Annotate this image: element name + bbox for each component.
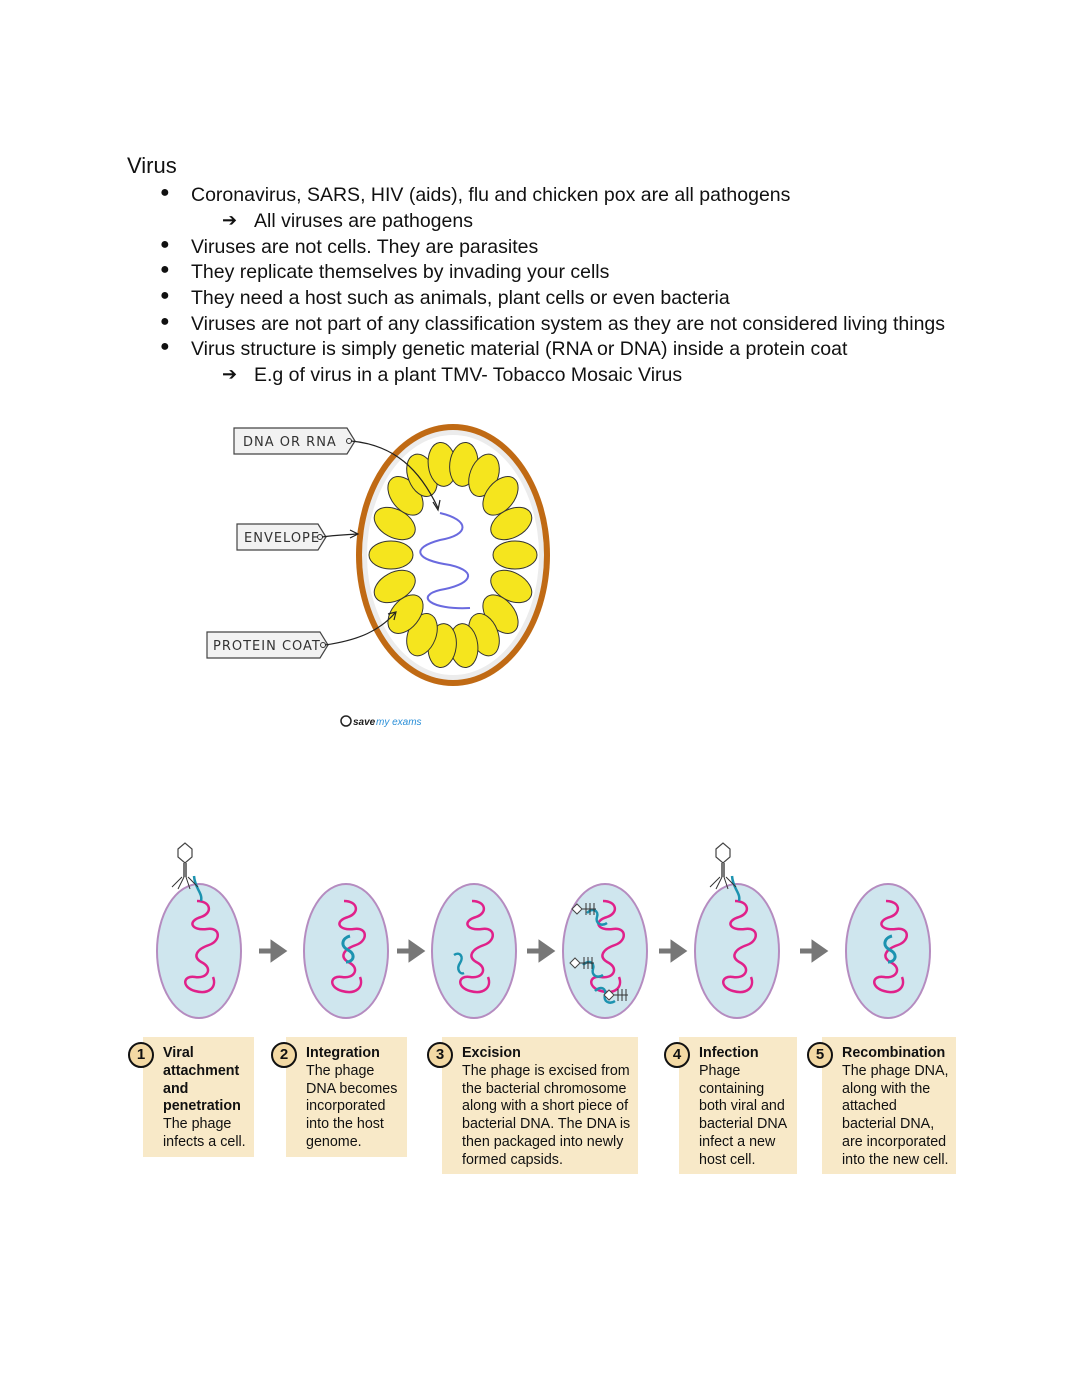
bullet-icon: ●: [160, 184, 170, 201]
step-card-1: 1 Viral attachment and penetration The p…: [128, 1037, 254, 1157]
bullet-icon: ●: [160, 338, 170, 355]
viral-dna: [341, 934, 355, 964]
protein-coat-capsomeres: [368, 441, 538, 669]
label-protein-coat: PROTEIN COAT: [206, 611, 397, 659]
step-number-4: 4: [664, 1042, 690, 1068]
bacterial-cell: [431, 883, 517, 1019]
host-dna: [331, 899, 366, 994]
viral-dna: [192, 875, 203, 902]
label-envelope: ENVELOPE: [236, 523, 360, 551]
svg-text:PROTEIN COAT: PROTEIN COAT: [213, 639, 321, 654]
bacterial-cell: [562, 883, 648, 1019]
viral-dna: [586, 908, 608, 926]
capsomere: [368, 540, 414, 570]
bullet-icon: ●: [160, 261, 170, 278]
viral-dna: [730, 875, 741, 902]
capsomere: [387, 594, 424, 634]
bacteriophage-icon: [709, 842, 737, 890]
step-number-1: 1: [128, 1042, 154, 1068]
arrow-right-icon: [659, 939, 688, 963]
bullet-icon: ●: [160, 287, 170, 304]
cycle-arrows: [259, 939, 829, 963]
step-number-2: 2: [271, 1042, 297, 1068]
bacteriophage-icon: [171, 842, 199, 890]
step-card-4: 4 Infection Phage containing both viral …: [664, 1037, 797, 1174]
nucleic-acid-strand: [419, 512, 471, 610]
bullet-icon: ●: [160, 236, 170, 253]
capsomere: [492, 540, 538, 570]
phage-icon: [569, 957, 594, 969]
host-dna: [459, 899, 494, 994]
host-dna: [722, 899, 757, 994]
svg-text:my exams: my exams: [376, 717, 422, 728]
host-dna: [184, 899, 219, 994]
capsomere: [482, 476, 519, 516]
arrow-right-icon: [259, 939, 288, 963]
arrow-right-icon: [527, 939, 556, 963]
bullet-icon: ●: [160, 313, 170, 330]
capsomere: [373, 569, 416, 604]
svg-text:ENVELOPE: ENVELOPE: [244, 531, 320, 546]
step-card-5: 5 Recombination The phage DNA, along wit…: [807, 1037, 956, 1174]
label-dna-or-rna: DNA OR RNA: [233, 427, 441, 512]
phage-icon: [603, 989, 628, 1001]
bacterial-cell: [156, 842, 242, 1019]
arrow-right-icon: [397, 939, 426, 963]
viral-dna: [453, 952, 465, 975]
step-card-3: 3 Excision The phage is excised from the…: [427, 1037, 638, 1174]
bacterial-cell: [303, 883, 389, 1019]
capsomere: [490, 506, 533, 541]
svg-text:save: save: [353, 717, 376, 728]
arrow-icon: ➔: [222, 364, 238, 384]
step-number-3: 3: [427, 1042, 453, 1068]
arrow-right-icon: [800, 939, 829, 963]
host-dna: [873, 899, 908, 994]
arrow-icon: ➔: [222, 210, 238, 230]
bacterial-cell: [694, 842, 780, 1019]
step-number-5: 5: [807, 1042, 833, 1068]
save-my-exams-logo: save my exams: [340, 715, 422, 728]
phage-icon: [571, 903, 596, 915]
bacterial-cell: [845, 883, 931, 1019]
viral-dna: [883, 934, 897, 964]
heading: Virus: [127, 153, 177, 178]
lysogenic-cycle-cells: [156, 842, 931, 1019]
step-card-2: 2 Integration The phage DNA becomes inco…: [271, 1037, 407, 1157]
svg-text:DNA OR RNA: DNA OR RNA: [243, 435, 337, 450]
